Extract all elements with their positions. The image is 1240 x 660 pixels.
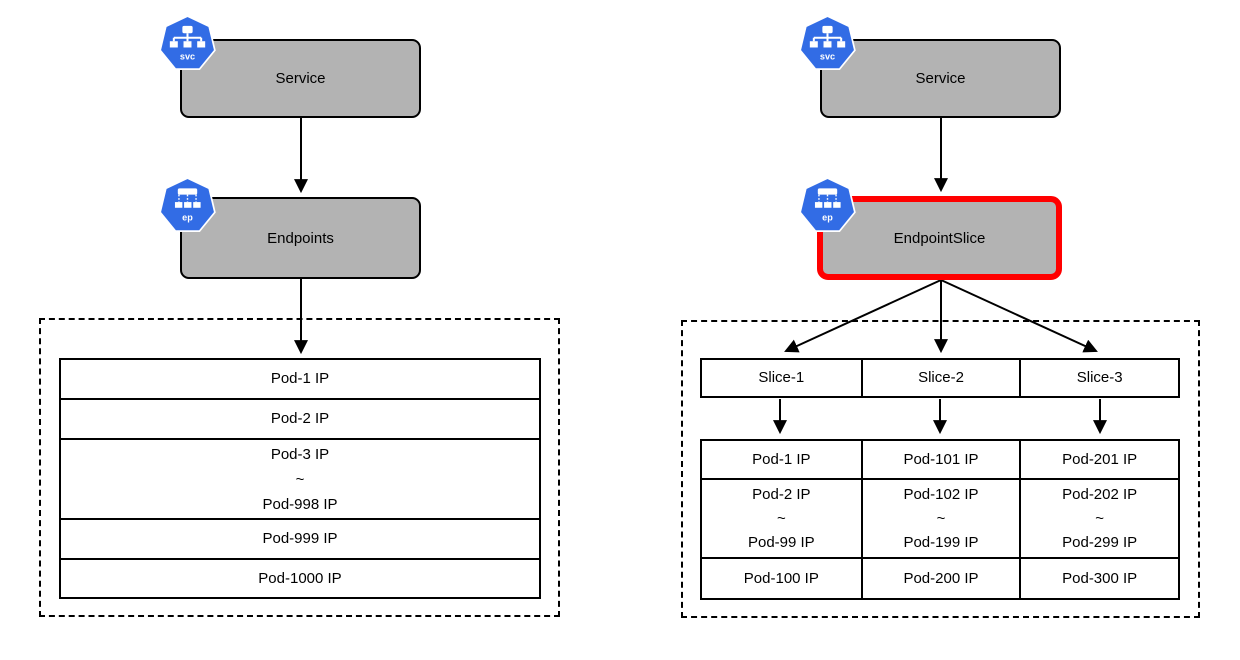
- pod-ip: Pod-2 IP: [270, 410, 330, 427]
- pod-ip-cell: Pod-201 IP: [1019, 441, 1178, 478]
- pod-ip-cell: Pod-101 IP: [860, 441, 1020, 478]
- pod-ip-range-cell: Pod-102 IP ~ Pod-199 IP: [860, 478, 1020, 557]
- slice-header: Slice-2: [860, 360, 1020, 396]
- table-row: Pod-999 IP: [61, 518, 539, 558]
- endpoints-box: Endpoints: [180, 197, 421, 279]
- pod-ip: Pod-3 IP: [270, 445, 330, 463]
- svc-icon-label: svc: [180, 51, 195, 61]
- ep-icon-label: ep: [822, 212, 833, 222]
- pod-ip-cell: Pod-300 IP: [1019, 557, 1178, 598]
- endpoints-label: Endpoints: [267, 229, 334, 247]
- endpointslice-box: EndpointSlice: [817, 196, 1062, 280]
- pod-ip: Pod-1000 IP: [258, 569, 342, 587]
- ep-icon-label: ep: [182, 212, 193, 222]
- k8s-svc-icon: svc: [799, 15, 856, 71]
- service-box-left: Service: [180, 39, 421, 118]
- pod-ip: Pod-1 IP: [270, 370, 330, 387]
- service-label: Service: [275, 70, 326, 87]
- pod-ip-range-cell: Pod-202 IP ~ Pod-299 IP: [1019, 478, 1178, 557]
- endpointslice-label: EndpointSlice: [893, 229, 986, 247]
- table-row: Pod-3 IP ~ Pod-998 IP: [61, 438, 539, 518]
- range-tilde: ~: [776, 509, 786, 527]
- endpoints-group-box: [39, 318, 560, 617]
- slice-header-row: Slice-1 Slice-2 Slice-3: [700, 358, 1180, 398]
- pod-ip-range-cell: Pod-2 IP ~ Pod-99 IP: [702, 478, 861, 557]
- pod-ip-cell: Pod-200 IP: [860, 557, 1020, 598]
- k8s-ep-icon: ep: [799, 177, 856, 233]
- k8s-ep-icon: ep: [159, 177, 216, 233]
- endpoints-ip-table: Pod-1 IP Pod-2 IP Pod-3 IP ~ Pod-998 IP …: [59, 358, 541, 599]
- range-tilde: ~: [1095, 509, 1105, 527]
- range-tilde: ~: [295, 470, 305, 488]
- pod-ip: Pod-999 IP: [262, 530, 338, 547]
- slice-header: Slice-1: [758, 369, 805, 386]
- table-row: Pod-1000 IP: [61, 558, 539, 597]
- table-row: Pod-1 IP: [61, 360, 539, 398]
- k8s-svc-icon: svc: [159, 15, 216, 71]
- range-tilde: ~: [936, 509, 946, 527]
- slice-header: Slice-3: [1019, 360, 1178, 396]
- table-row: Pod-2 IP: [61, 398, 539, 438]
- pod-ip: Pod-998 IP: [262, 495, 338, 513]
- pod-ip-cell: Pod-100 IP: [702, 557, 861, 598]
- pod-ip-cell: Pod-1 IP: [752, 450, 811, 468]
- service-label: Service: [915, 70, 966, 87]
- slice-pod-table: Pod-1 IP Pod-101 IP Pod-201 IP Pod-2 IP …: [700, 439, 1180, 600]
- service-box-right: Service: [820, 39, 1061, 118]
- svc-icon-label: svc: [820, 51, 835, 61]
